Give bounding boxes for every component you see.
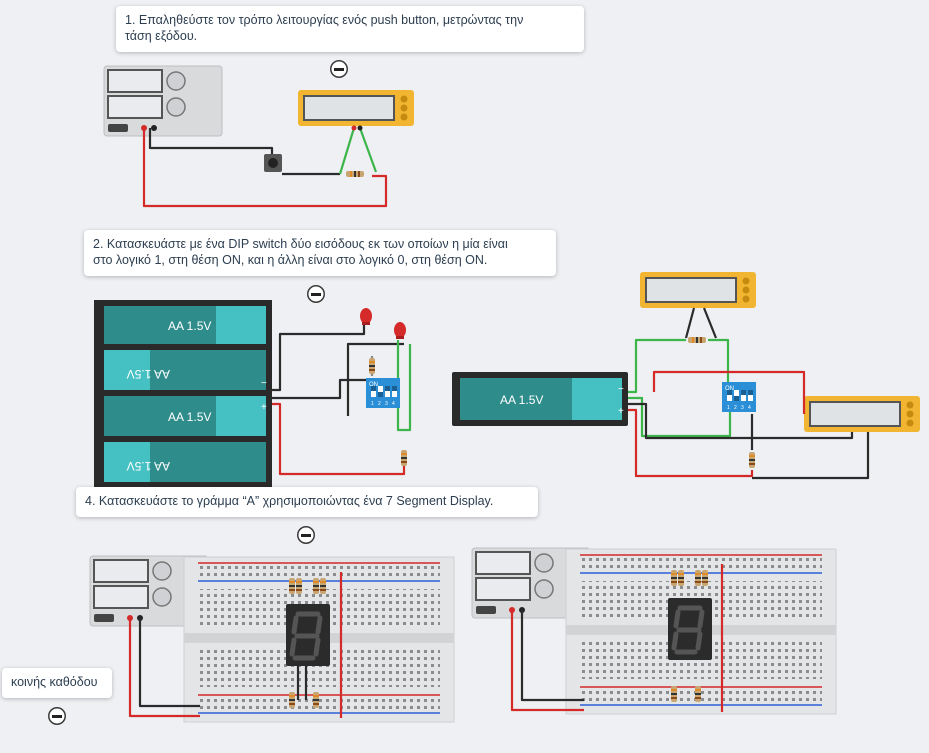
wire-green-3a[interactable]	[628, 338, 686, 394]
resistor-icon-3[interactable]	[401, 450, 407, 466]
battery-label-3: AA 1.5V	[168, 410, 211, 424]
resistor-icon-14[interactable]	[695, 570, 701, 586]
resistor-icon-12[interactable]	[671, 570, 677, 586]
resistor-icon[interactable]	[346, 171, 364, 177]
wire-red-3[interactable]	[628, 408, 754, 478]
wire-black-3[interactable]	[272, 320, 366, 392]
wire-red-2[interactable]	[272, 402, 406, 476]
wire-black-7[interactable]	[702, 307, 718, 339]
dip-num-4: 4	[392, 401, 395, 407]
resistor-icon-17[interactable]	[695, 686, 701, 702]
wire-green-1a[interactable]	[338, 127, 356, 175]
dip-num-3: 3	[385, 401, 388, 407]
wire-black-5[interactable]	[346, 342, 404, 416]
note-1-line-1: 1. Επαληθεύστε τον τρόπο λειτουργίας ενό…	[125, 13, 524, 27]
dip-num-2: 2	[378, 401, 381, 407]
collapse-minus-icon[interactable]	[330, 60, 348, 78]
multimeter-3[interactable]	[803, 395, 921, 433]
power-supply-1[interactable]	[103, 65, 223, 137]
collapse-minus-icon-2[interactable]	[307, 285, 325, 303]
dip2-num-1: 1	[727, 405, 730, 411]
battery-single-aa[interactable]: AA 1.5V − +	[452, 372, 628, 426]
resistor-icon-9[interactable]	[320, 578, 326, 594]
wire-black-6[interactable]	[684, 307, 696, 339]
resistor-icon-11[interactable]	[313, 692, 319, 708]
note-cathode-line-1: κοινής καθόδου	[11, 675, 98, 689]
wire-green-3b[interactable]	[708, 338, 730, 386]
wire-black-11[interactable]	[138, 618, 200, 708]
dip2-num-2: 2	[734, 405, 737, 411]
wire-red-7[interactable]	[510, 610, 584, 712]
wire-green-1b[interactable]	[358, 127, 378, 173]
wire-black-10[interactable]	[752, 432, 870, 480]
wire-black-8[interactable]	[628, 402, 854, 440]
note-1[interactable]: 1. Επαληθεύστε τον τρόπο λειτουργίας ενό…	[116, 6, 584, 52]
dip-num-1: 1	[371, 401, 374, 407]
resistor-icon-4[interactable]	[688, 337, 706, 343]
resistor-icon-8[interactable]	[313, 578, 319, 594]
battery-label-2: AA 1.5V	[127, 367, 170, 381]
dip2-num-4: 4	[748, 405, 751, 411]
note-2[interactable]: 2. Κατασκευάστε με ένα DIP switch δύο ει…	[84, 230, 556, 276]
battery-pack-4aa[interactable]: AA 1.5V AA 1.5V AA 1.5V AA 1.5V − +	[94, 300, 272, 490]
dip-on-label-2: ON	[725, 386, 734, 392]
resistor-icon-5[interactable]	[749, 452, 755, 468]
resistor-icon-13[interactable]	[678, 570, 684, 586]
note-4-line-1: 4. Κατασκευάστε το γράμμα “A” χρησιμοποι…	[85, 494, 494, 508]
seven-segment-display-2[interactable]	[668, 598, 712, 660]
multimeter-1[interactable]	[297, 89, 415, 127]
battery-plus-label-2: +	[618, 406, 624, 417]
note-2-line-2: στο λογικό 1, στη θέση ON, και η άλλη εί…	[93, 253, 488, 267]
resistor-icon-10[interactable]	[289, 692, 295, 708]
resistor-icon-7[interactable]	[296, 578, 302, 594]
battery-label-5: AA 1.5V	[500, 393, 543, 407]
wire-green-3c[interactable]	[628, 396, 732, 438]
battery-label-1: AA 1.5V	[168, 319, 211, 333]
note-1-line-2: τάση εξόδου.	[125, 29, 198, 43]
note-cathode[interactable]: κοινής καθόδου	[2, 668, 112, 698]
note-4[interactable]: 4. Κατασκευάστε το γράμμα “A” χρησιμοποι…	[76, 487, 538, 517]
dip2-num-3: 3	[741, 405, 744, 411]
battery-minus-label-2: −	[618, 384, 624, 395]
collapse-minus-icon-3[interactable]	[297, 526, 315, 544]
multimeter-2[interactable]	[639, 271, 757, 309]
resistor-icon-15[interactable]	[702, 570, 708, 586]
seven-segment-display-1[interactable]	[286, 604, 330, 666]
resistor-icon-16[interactable]	[671, 686, 677, 702]
red-led-icon-2[interactable]	[394, 322, 406, 339]
note-2-line-1: 2. Κατασκευάστε με ένα DIP switch δύο ει…	[93, 237, 508, 251]
collapse-minus-icon-4[interactable]	[48, 707, 66, 725]
battery-plus-label: +	[261, 402, 267, 413]
dip-on-label: ON	[369, 382, 378, 388]
push-button-icon[interactable]	[264, 154, 282, 172]
red-led-icon[interactable]	[360, 308, 372, 325]
wire-black-14[interactable]	[520, 610, 584, 702]
battery-label-4: AA 1.5V	[127, 459, 170, 473]
battery-minus-label: −	[261, 378, 267, 389]
wire-red-1[interactable]	[142, 128, 388, 208]
wire-red-5[interactable]	[128, 618, 200, 718]
resistor-icon-6[interactable]	[289, 578, 295, 594]
resistor-icon-2[interactable]	[369, 358, 375, 374]
wire-red-4[interactable]	[652, 370, 806, 414]
wire-black-4[interactable]	[272, 378, 366, 400]
